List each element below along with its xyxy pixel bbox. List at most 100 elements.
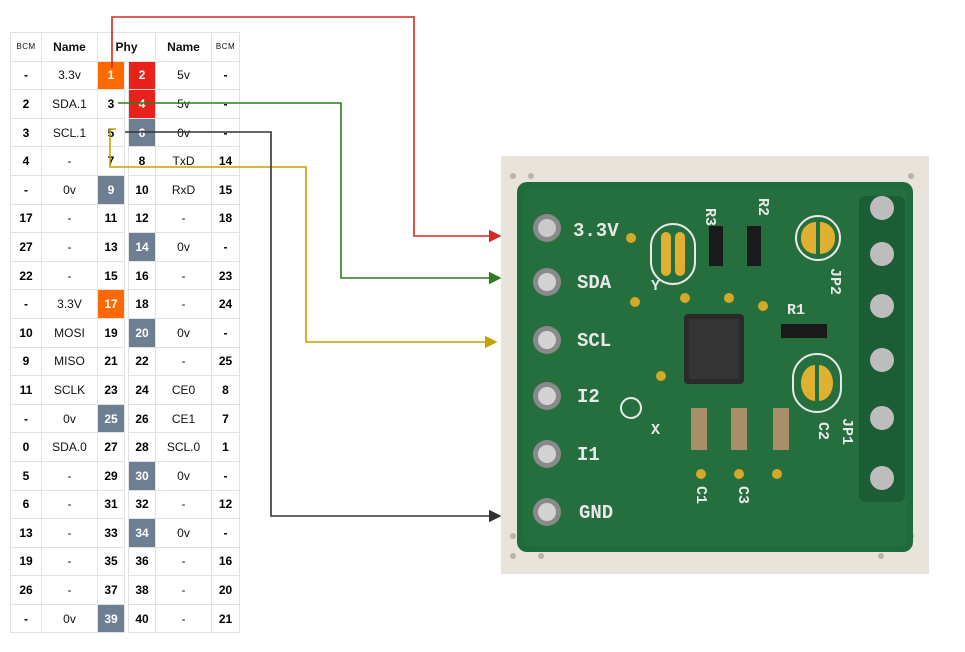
bcm-right-cell: 23 (211, 260, 240, 291)
sensor-board-photo: 3.3V SDA SCL I2 I1 GND R3 R2 R1 JP2 JP1 … (501, 156, 929, 574)
phy-right-cell: 14 (128, 232, 156, 262)
name-left-cell: - (41, 575, 98, 605)
bcm-left-cell: 9 (10, 346, 42, 377)
bcm-left-cell: 10 (10, 317, 42, 348)
phy-left-cell: 9 (97, 174, 125, 205)
phy-left-cell: 11 (97, 203, 125, 234)
name-right-cell: CE1 (155, 403, 212, 434)
phy-left-cell: 31 (97, 489, 125, 520)
name-left-cell: - (41, 146, 98, 176)
bcm-right-cell: - (211, 518, 240, 548)
name-left-cell: - (41, 460, 98, 491)
header-phy: Phy (97, 32, 156, 62)
phy-right-cell: 10 (128, 174, 156, 205)
name-right-cell: 0v (155, 518, 212, 548)
label-scl: SCL (577, 330, 611, 352)
bcm-left-cell: 11 (10, 375, 42, 405)
label-c2: C2 (814, 422, 831, 440)
name-right-cell: SCL.0 (155, 432, 212, 462)
label-gnd: GND (579, 502, 613, 524)
name-left-cell: - (41, 546, 98, 577)
phy-left-cell: 23 (97, 375, 125, 405)
label-3v3: 3.3V (573, 220, 619, 242)
name-left-cell: 0v (41, 174, 98, 205)
name-right-cell: RxD (155, 174, 212, 205)
name-right-cell: CE0 (155, 375, 212, 405)
label-c3: C3 (734, 486, 751, 504)
bcm-right-cell: 21 (211, 603, 240, 634)
name-left-cell: SDA.0 (41, 432, 98, 462)
name-left-cell: SCLK (41, 375, 98, 405)
name-left-cell: SCL.1 (41, 117, 98, 148)
bcm-left-cell: - (10, 174, 42, 205)
bcm-right-cell: 1 (211, 432, 240, 462)
bcm-right-cell: 7 (211, 403, 240, 434)
label-c1: C1 (692, 486, 709, 504)
phy-right-cell: 34 (128, 518, 156, 548)
name-left-cell: 3.3v (41, 60, 98, 91)
phy-left-cell: 33 (97, 518, 125, 548)
label-jp1: JP1 (838, 418, 855, 445)
resistor-r2 (747, 226, 761, 266)
phy-right-cell: 8 (128, 146, 156, 176)
resistor-r3 (709, 226, 723, 266)
bcm-right-cell: 24 (211, 289, 240, 319)
phy-left-cell: 5 (97, 117, 125, 148)
bcm-left-cell: 6 (10, 489, 42, 520)
bcm-right-cell: 8 (211, 375, 240, 405)
header-name-left: Name (41, 32, 98, 62)
name-right-cell: 0v (155, 317, 212, 348)
phy-left-cell: 35 (97, 546, 125, 577)
header-name-right: Name (155, 32, 212, 62)
phy-right-cell: 38 (128, 575, 156, 605)
name-left-cell: MOSI (41, 317, 98, 348)
name-right-cell: 0v (155, 232, 212, 262)
bcm-left-cell: 13 (10, 518, 42, 548)
label-sda: SDA (577, 272, 612, 294)
name-right-cell: - (155, 346, 212, 377)
phy-left-cell: 39 (97, 603, 125, 634)
phy-right-cell: 32 (128, 489, 156, 520)
phy-left-cell: 15 (97, 260, 125, 291)
name-left-cell: - (41, 260, 98, 291)
solder-jumper-jp3 (650, 223, 696, 285)
bcm-left-cell: 0 (10, 432, 42, 462)
phy-right-cell: 2 (128, 60, 156, 91)
phy-right-cell: 26 (128, 403, 156, 434)
name-right-cell: - (155, 489, 212, 520)
label-i2: I2 (577, 386, 600, 408)
name-right-cell: TxD (155, 146, 212, 176)
bcm-left-cell: - (10, 403, 42, 434)
name-left-cell: - (41, 518, 98, 548)
phy-left-cell: 3 (97, 89, 125, 119)
name-right-cell: - (155, 260, 212, 291)
bcm-left-cell: 26 (10, 575, 42, 605)
bcm-right-cell: 12 (211, 489, 240, 520)
phy-left-cell: 7 (97, 146, 125, 176)
resistor-r1 (781, 324, 827, 338)
bcm-right-cell: 20 (211, 575, 240, 605)
name-right-cell: - (155, 546, 212, 577)
bcm-left-cell: 3 (10, 117, 42, 148)
label-r3: R3 (701, 208, 718, 226)
bcm-left-cell: 2 (10, 89, 42, 119)
header-bcm-right: BCM (211, 32, 240, 62)
name-left-cell: 0v (41, 603, 98, 634)
phy-right-cell: 40 (128, 603, 156, 634)
bcm-left-cell: - (10, 603, 42, 634)
bcm-left-cell: 19 (10, 546, 42, 577)
name-left-cell: SDA.1 (41, 89, 98, 119)
bcm-left-cell: 22 (10, 260, 42, 291)
